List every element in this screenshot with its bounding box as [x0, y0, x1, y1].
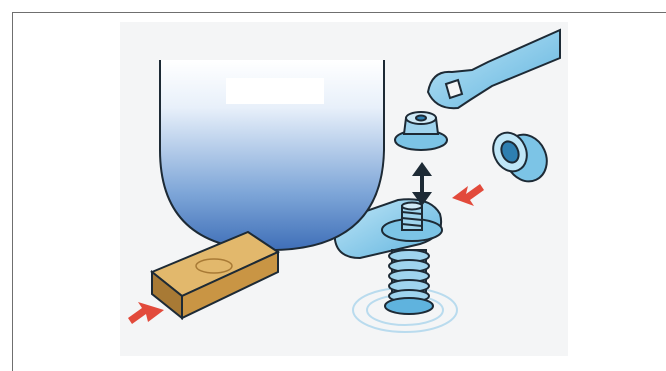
tank-label-area — [226, 78, 324, 104]
spring-icon — [385, 250, 433, 314]
